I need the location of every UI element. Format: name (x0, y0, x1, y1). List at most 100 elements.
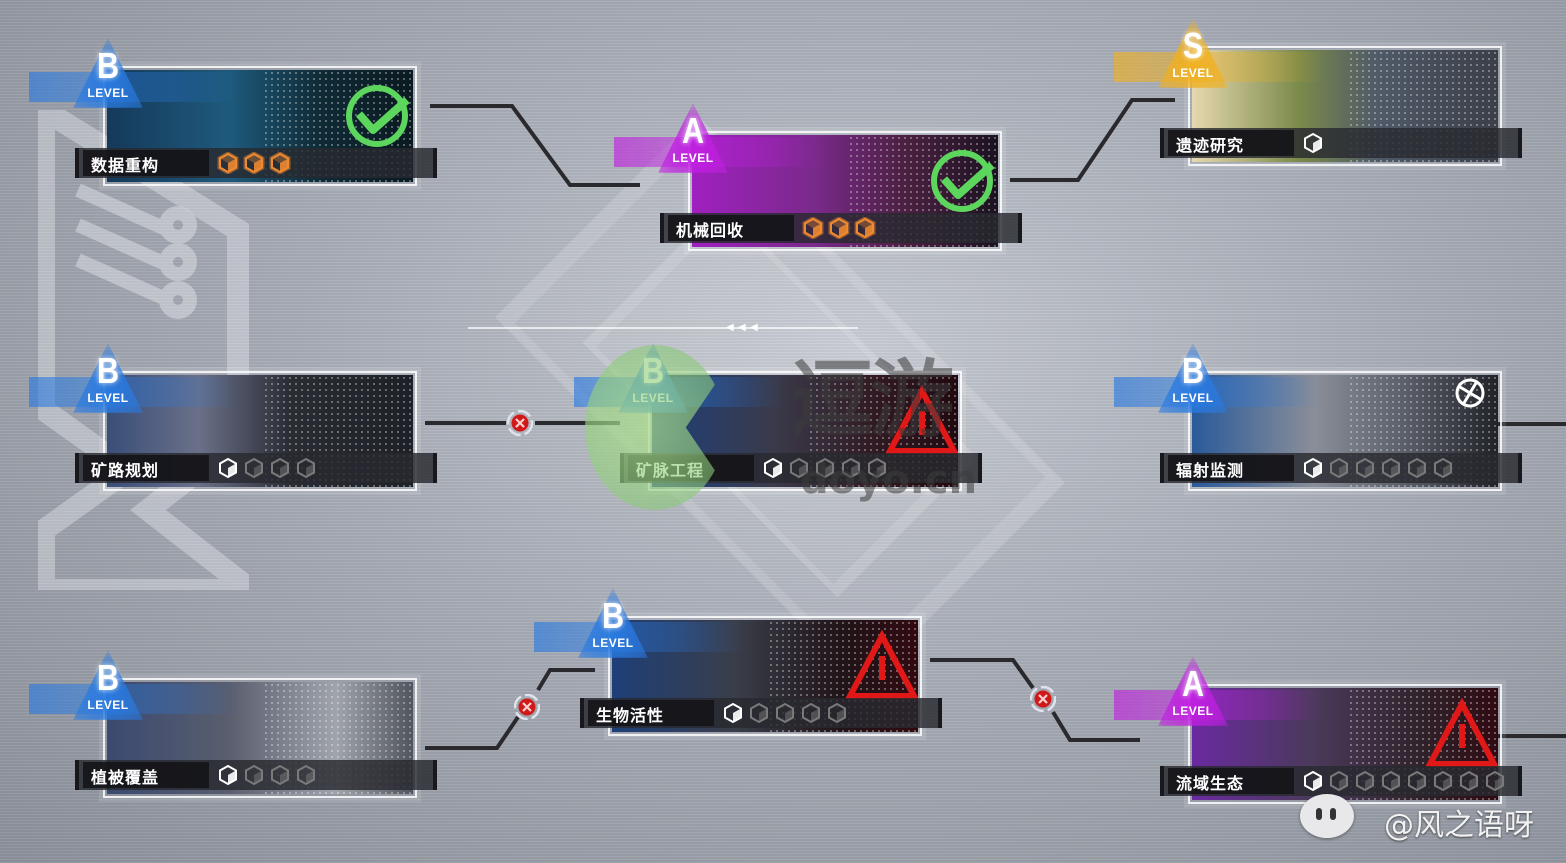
progress-cube-icon (1354, 457, 1376, 479)
link-data-rebuild-mech (430, 104, 640, 187)
progress-cube-icon (814, 457, 836, 479)
progress-cube-icon (1406, 770, 1428, 792)
rank-badge: B LEVEL (73, 650, 143, 720)
node-frame (103, 678, 417, 798)
rank-letter: B (601, 595, 625, 636)
rank-badge: A LEVEL (1158, 656, 1228, 726)
site-watermark: 逗游 doyo.cn (790, 355, 1000, 505)
warning-triangle-icon (1426, 698, 1498, 767)
progress-cube-icon (1406, 457, 1428, 479)
warning-triangle-icon (846, 630, 918, 699)
node-name: 数据重构 (91, 156, 160, 175)
progress-cube-icon (1380, 457, 1402, 479)
research-node-basin-ecology[interactable]: A LEVEL 流域生态 (1110, 648, 1530, 808)
research-node-mine-route[interactable]: B LEVEL 矿路规划 (25, 335, 445, 495)
research-node-mech-recycle[interactable]: A LEVEL 机械回收 (610, 95, 1030, 255)
node-title-bar: 数据重构 (75, 148, 437, 178)
progress-cube-icon (1302, 770, 1324, 792)
node-name: 遗迹研究 (1176, 136, 1245, 155)
progress-cube-icon (295, 457, 317, 479)
rank-letter: A (681, 110, 705, 151)
research-node-ruins-research[interactable]: S LEVEL 遗迹研究 (1110, 10, 1530, 170)
progress-cube-icon (243, 764, 265, 786)
rank-level-label: LEVEL (87, 86, 129, 100)
node-name: 生物活性 (596, 706, 665, 725)
node-frame (103, 371, 417, 491)
node-frame (1188, 46, 1502, 166)
lock-marker[interactable] (1029, 685, 1057, 713)
rank-badge: B LEVEL (1158, 343, 1228, 413)
progress-cubes (762, 457, 888, 479)
rank-letter: A (1181, 663, 1205, 704)
weibo-chat-icon (1300, 794, 1354, 838)
rank-letter: B (96, 350, 120, 391)
progress-cube-icon (854, 217, 876, 239)
radiation-symbol-icon (1455, 378, 1485, 408)
progress-cube-icon (1302, 132, 1324, 154)
link-mech-ruins (1010, 98, 1175, 182)
progress-cube-icon (217, 152, 239, 174)
direction-arrows: ◀ ◀ ◀ (468, 322, 858, 333)
rank-letter: B (96, 657, 120, 698)
progress-cube-icon (800, 702, 822, 724)
research-node-radiation-monitor[interactable]: B LEVEL 辐射监测 (1110, 335, 1530, 495)
node-name: 矿路规划 (91, 461, 160, 480)
progress-cube-icon (748, 702, 770, 724)
node-frame (608, 616, 922, 736)
author-credit: @风之语呀 (1300, 784, 1560, 844)
research-node-bio-activity[interactable]: B LEVEL 生物活性 (530, 580, 950, 740)
node-frame (688, 131, 1002, 251)
watermark-en: doyo.cn (800, 457, 978, 503)
node-title-bar: 辐射监测 (1160, 453, 1522, 483)
progress-cube-icon (826, 702, 848, 724)
progress-cube-icon (1432, 770, 1454, 792)
rank-badge: A LEVEL (658, 103, 728, 173)
progress-cube-icon (802, 217, 824, 239)
research-node-vegetation[interactable]: B LEVEL 植被覆盖 (25, 642, 445, 802)
progress-cube-icon (788, 457, 810, 479)
progress-cube-icon (722, 702, 744, 724)
rank-level-label: LEVEL (1172, 391, 1214, 405)
progress-cube-icon (1328, 770, 1350, 792)
link-lock-basin (1051, 710, 1140, 742)
node-title-bar: 植被覆盖 (75, 760, 437, 790)
link-bio-lock (930, 658, 1035, 690)
rank-badge: B LEVEL (73, 343, 143, 413)
progress-cube-icon (774, 702, 796, 724)
node-name: 流域生态 (1176, 774, 1245, 793)
progress-cube-icon (1302, 457, 1324, 479)
progress-cubes (802, 217, 876, 239)
node-frame (103, 66, 417, 186)
rank-letter: B (96, 45, 120, 86)
lock-marker[interactable] (513, 693, 541, 721)
locked-x-icon (1029, 685, 1057, 713)
rank-level-label: LEVEL (1172, 704, 1214, 718)
research-node-data-rebuild[interactable]: B LEVEL 数据重构 (25, 30, 445, 190)
rank-letter: B (1181, 350, 1205, 391)
progress-cube-icon (762, 457, 784, 479)
progress-cube-icon (840, 457, 862, 479)
progress-cube-icon (1432, 457, 1454, 479)
rank-badge: S LEVEL (1158, 18, 1228, 88)
rank-badge: B LEVEL (73, 38, 143, 108)
arrow-left-icon: ◀ (738, 322, 746, 333)
progress-cubes (722, 702, 848, 724)
warning-triangle-icon (886, 385, 958, 454)
progress-cube-icon (1380, 770, 1402, 792)
node-name: 植被覆盖 (91, 768, 160, 787)
progress-cube-icon (269, 764, 291, 786)
link-veg-lock (425, 715, 520, 750)
watermark-cn: 逗游 (790, 351, 954, 449)
node-title-bar: 生物活性 (580, 698, 942, 728)
arrow-left-icon: ◀ (726, 322, 734, 333)
node-name: 辐射监测 (1176, 461, 1245, 480)
lock-marker[interactable] (506, 409, 534, 437)
rank-level-label: LEVEL (592, 636, 634, 650)
progress-cubes (217, 152, 291, 174)
completed-check-icon (931, 150, 995, 212)
locked-x-icon (513, 693, 541, 721)
progress-cube-icon (1354, 770, 1376, 792)
progress-cubes (217, 457, 317, 479)
progress-cube-icon (1458, 770, 1480, 792)
